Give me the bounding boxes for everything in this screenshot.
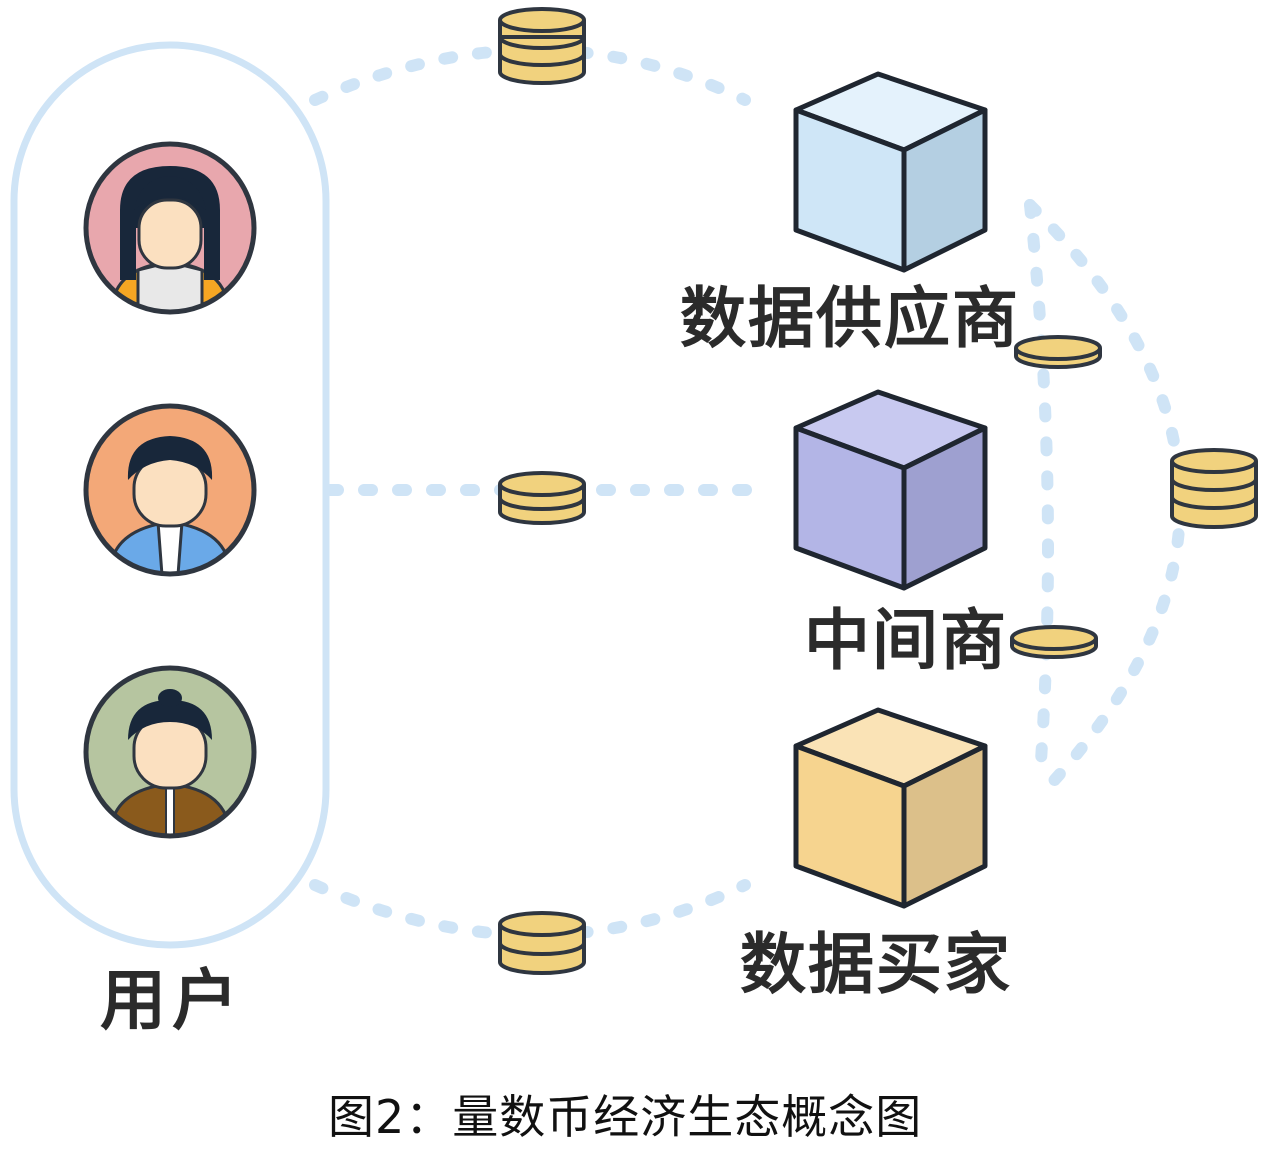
coin-stack-icon [498, 7, 586, 85]
user-avatar-1 [83, 141, 257, 315]
line-users-to-supplier [309, 44, 751, 106]
figure-caption: 图2：量数币经济生态概念图 [328, 1090, 923, 1144]
line-supplier-to-buyer-inner [1024, 199, 1054, 781]
connection-lines [309, 44, 1186, 941]
coin-stack-icon [498, 471, 586, 525]
coin-stack-icon [498, 911, 586, 975]
supplier-label: 数据供应商 [680, 280, 1020, 357]
user-avatar-3 [83, 665, 257, 839]
intermediary-cube-icon [793, 389, 988, 591]
user-group-outline [10, 41, 330, 949]
line-users-to-buyer [309, 879, 751, 941]
coin-icon [1014, 335, 1102, 369]
users-label: 用户 [100, 962, 244, 1039]
line-supplier-to-buyer-outer [1024, 199, 1186, 791]
buyer-cube-icon [793, 707, 988, 909]
supplier-cube-icon [793, 71, 988, 273]
user-avatar-2 [83, 403, 257, 577]
buyer-label: 数据买家 [740, 926, 1012, 1003]
intermediary-label: 中间商 [804, 602, 1008, 679]
coin-icon [1010, 625, 1098, 659]
coin-stack-icon [1170, 448, 1258, 529]
